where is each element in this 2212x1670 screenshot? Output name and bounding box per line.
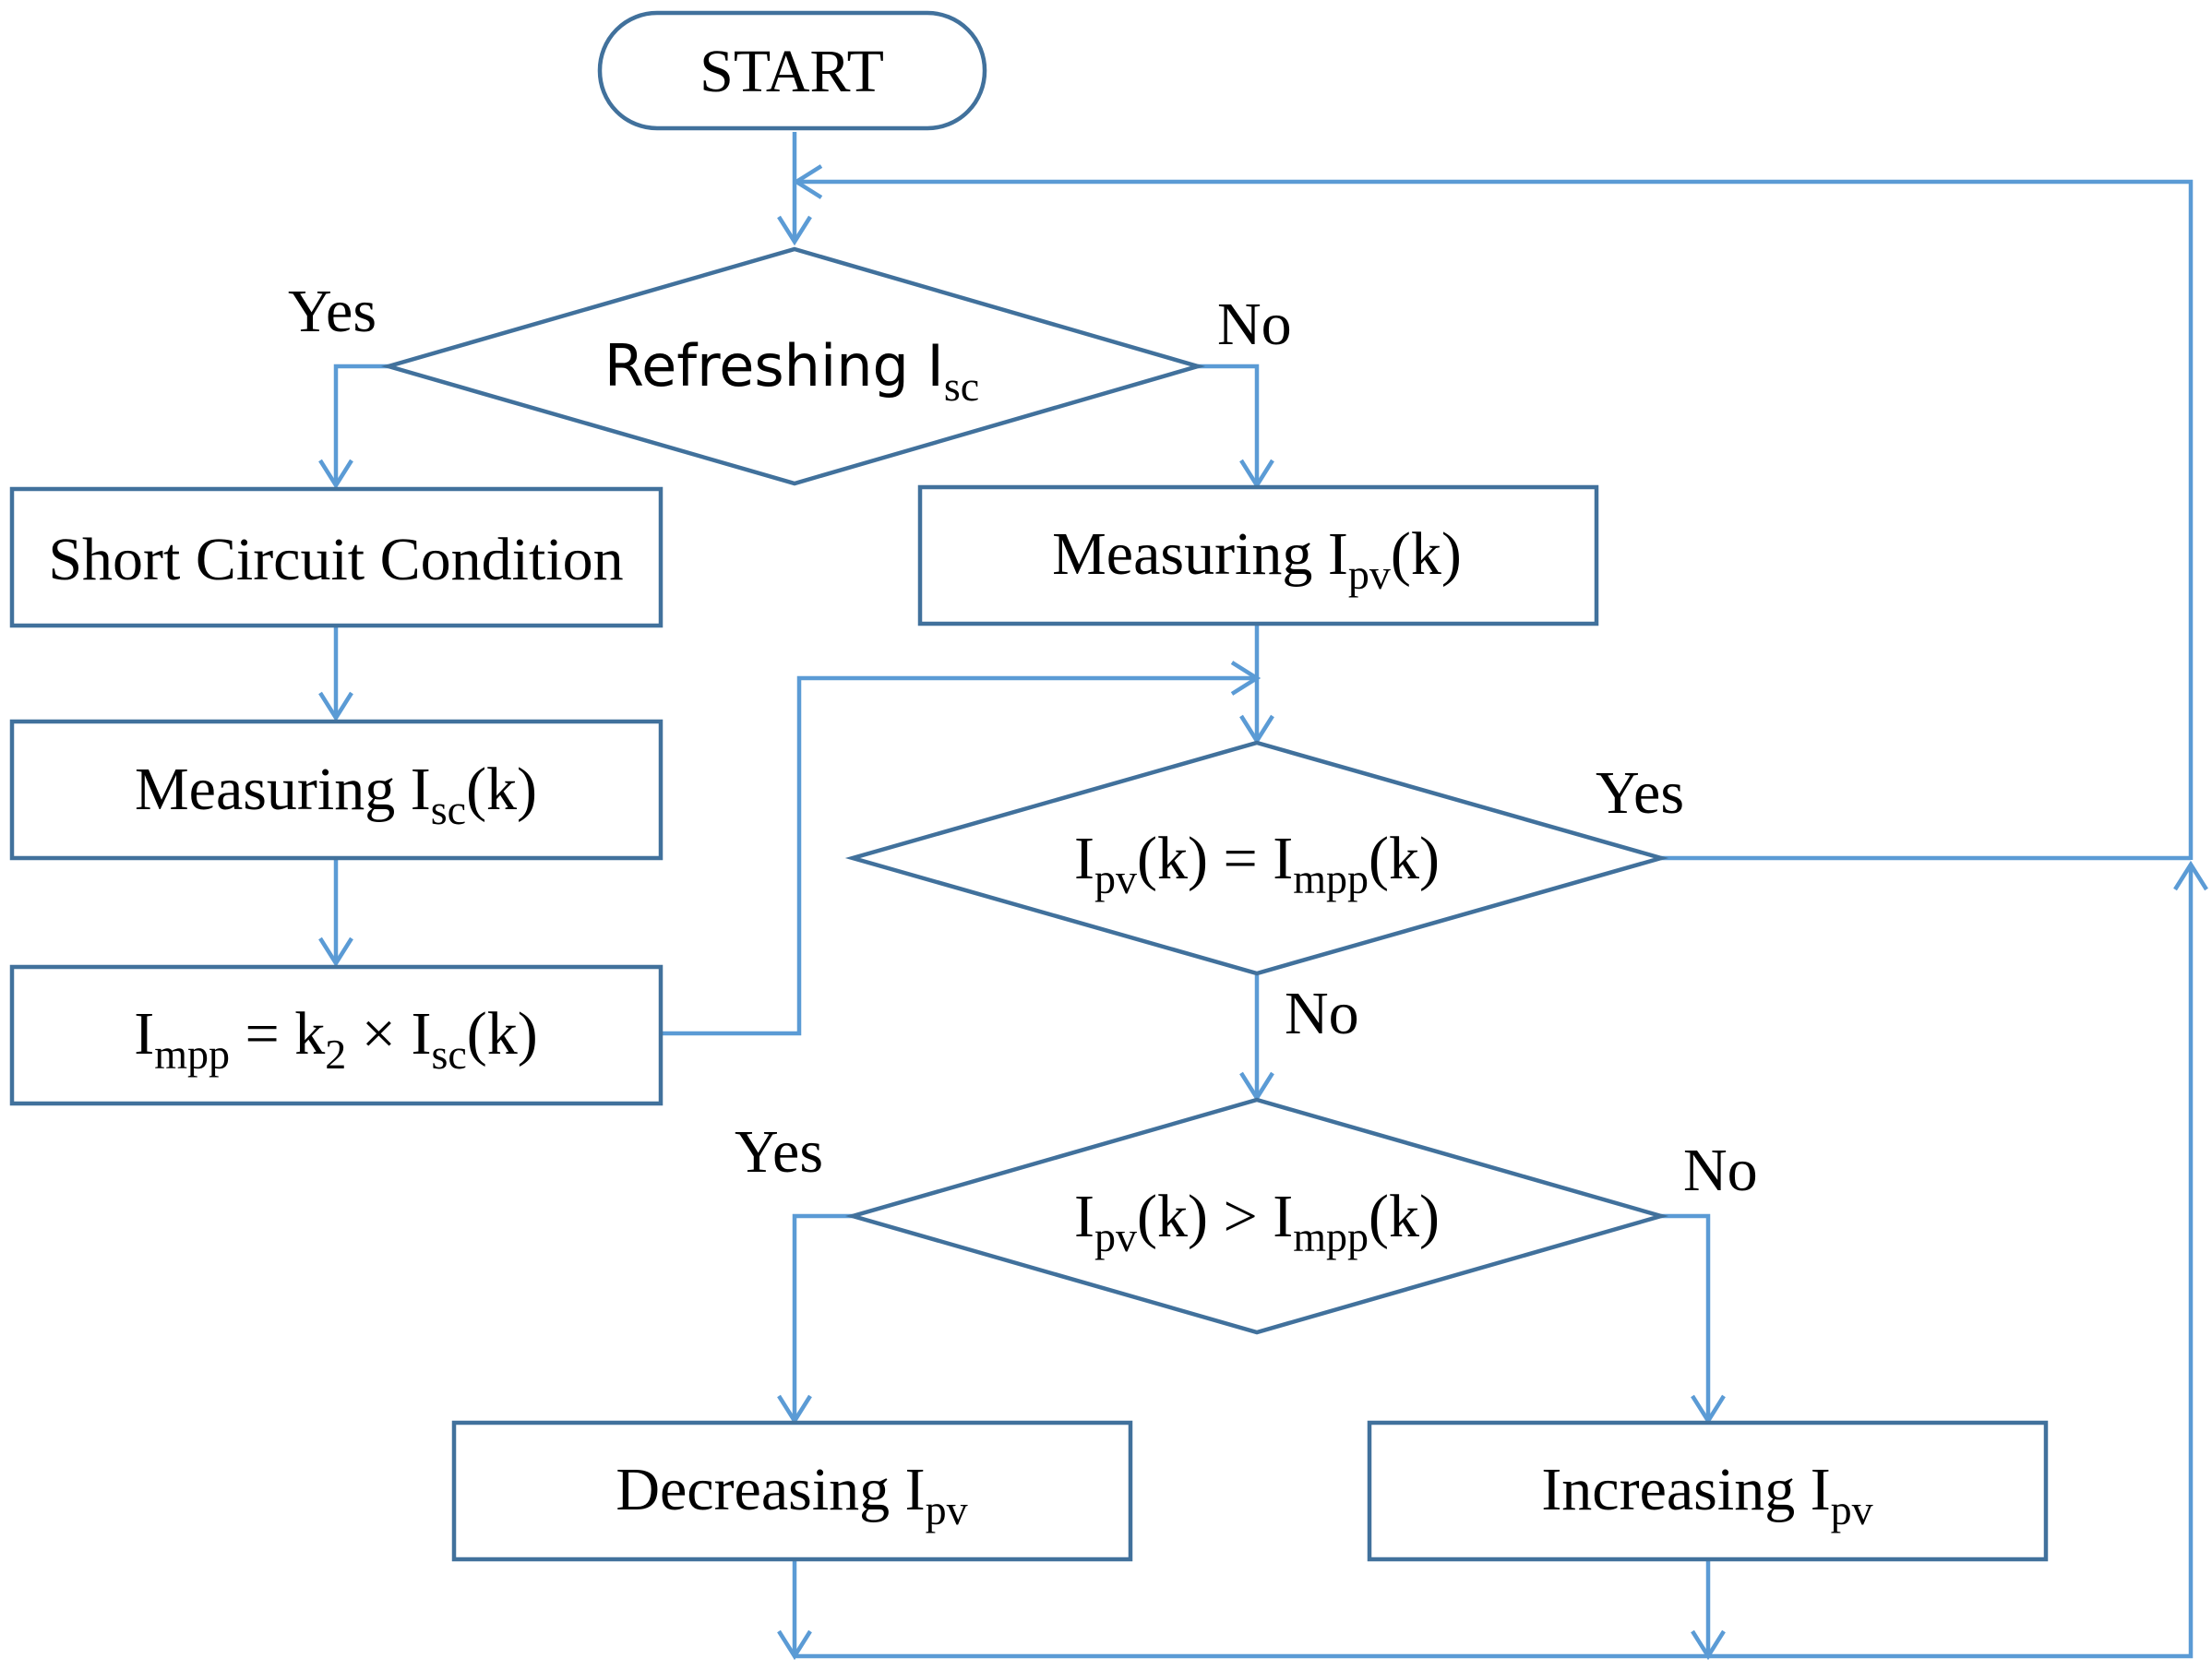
ipv-greater-impp-label: Ipv(k) > Impp(k)	[1074, 1183, 1440, 1260]
process-measure-ipv: Measuring Ipv(k)	[917, 484, 1599, 626]
label-refresh-yes: Yes	[288, 278, 377, 345]
label-equals-no: No	[1285, 980, 1359, 1047]
measure-isc-label: Measuring Isc(k)	[135, 756, 537, 833]
decision-refresh-isc: Refreshing Isc	[380, 246, 1206, 486]
process-measure-isc: Measuring Isc(k)	[9, 719, 664, 861]
label-refresh-no: No	[1217, 291, 1292, 358]
node-start: START	[597, 10, 987, 131]
process-impp-calc: Impp = k2 × Isc(k)	[9, 964, 664, 1106]
measure-ipv-label: Measuring Ipv(k)	[1052, 520, 1462, 598]
edge-refresh-no	[1198, 364, 1260, 485]
edge-impp-to-join	[661, 675, 1257, 1036]
process-decreasing-ipv: Decreasing Ipv	[451, 1420, 1133, 1562]
edge-greater-yes	[792, 1213, 853, 1421]
arrowhead-loop-return	[792, 164, 823, 199]
arrowhead-refresh-top	[777, 215, 812, 246]
edges	[318, 132, 2208, 1661]
process-increasing-ipv: Increasing Ipv	[1367, 1420, 2049, 1562]
increasing-ipv-label: Increasing Ipv	[1541, 1456, 1872, 1533]
refresh-isc-label: Refreshing Isc	[604, 332, 979, 410]
arrowhead-right-rail	[2173, 860, 2208, 891]
arrowhead-measure-isc	[318, 691, 353, 722]
decreasing-ipv-label: Decreasing Ipv	[616, 1456, 967, 1533]
ipv-equals-impp-label: Ipv(k) = Impp(k)	[1074, 825, 1440, 902]
start-label: START	[699, 38, 884, 105]
edge-bottom-rail	[795, 865, 2194, 1659]
label-equals-yes: Yes	[1596, 759, 1684, 827]
label-greater-yes: Yes	[735, 1118, 823, 1186]
short-circuit-label: Short Circuit Condition	[48, 526, 623, 593]
edge-greater-no	[1661, 1213, 1711, 1421]
arrowhead-impp	[318, 936, 353, 968]
decision-ipv-equals-impp: Ipv(k) = Impp(k)	[844, 740, 1669, 976]
arrowhead-short-circuit	[318, 459, 353, 490]
impp-calc-label: Impp = k2 × Isc(k)	[134, 1000, 538, 1078]
decision-ipv-greater-impp: Ipv(k) > Impp(k)	[844, 1097, 1669, 1335]
process-short-circuit: Short Circuit Condition	[9, 486, 664, 628]
label-greater-no: No	[1683, 1137, 1758, 1204]
edge-refresh-yes	[333, 364, 389, 485]
edge-loop-return-top	[796, 179, 2194, 860]
